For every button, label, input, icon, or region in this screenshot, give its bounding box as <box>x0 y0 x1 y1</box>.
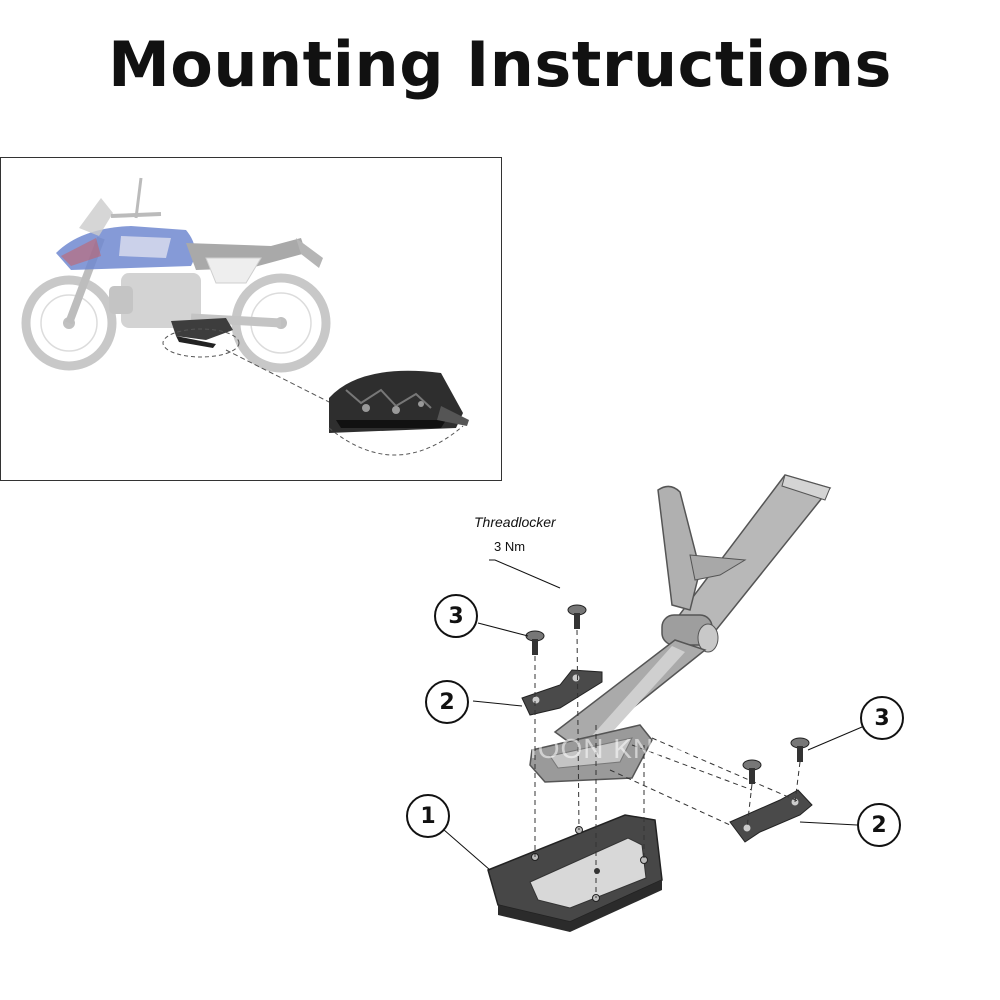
callout-3-right: 3 <box>860 696 904 740</box>
callout-3-left: 3 <box>434 594 478 638</box>
bolt-left-a <box>525 630 545 655</box>
callout-2-left: 2 <box>425 680 469 724</box>
torque-note: 3 Nm <box>494 539 526 554</box>
exploded-assembly <box>400 460 1000 1000</box>
callout-2-right: 2 <box>857 803 901 847</box>
right-bracket <box>729 789 813 843</box>
bolt-left-b <box>567 604 587 629</box>
bolt-right-a <box>742 759 762 784</box>
page-title: Mounting Instructions <box>108 28 892 101</box>
bolt-right-b <box>790 737 810 762</box>
callout-1: 1 <box>406 794 450 838</box>
threadlocker-note: Threadlocker <box>474 514 556 530</box>
overview-panel <box>0 157 502 481</box>
kickstand-detail-zoom <box>328 370 469 456</box>
leader-lines <box>427 559 863 871</box>
extension-plate <box>487 814 663 932</box>
assembly-guides <box>534 629 801 898</box>
motorcycle-illustration <box>21 177 469 456</box>
kickstand-leg <box>529 474 832 783</box>
